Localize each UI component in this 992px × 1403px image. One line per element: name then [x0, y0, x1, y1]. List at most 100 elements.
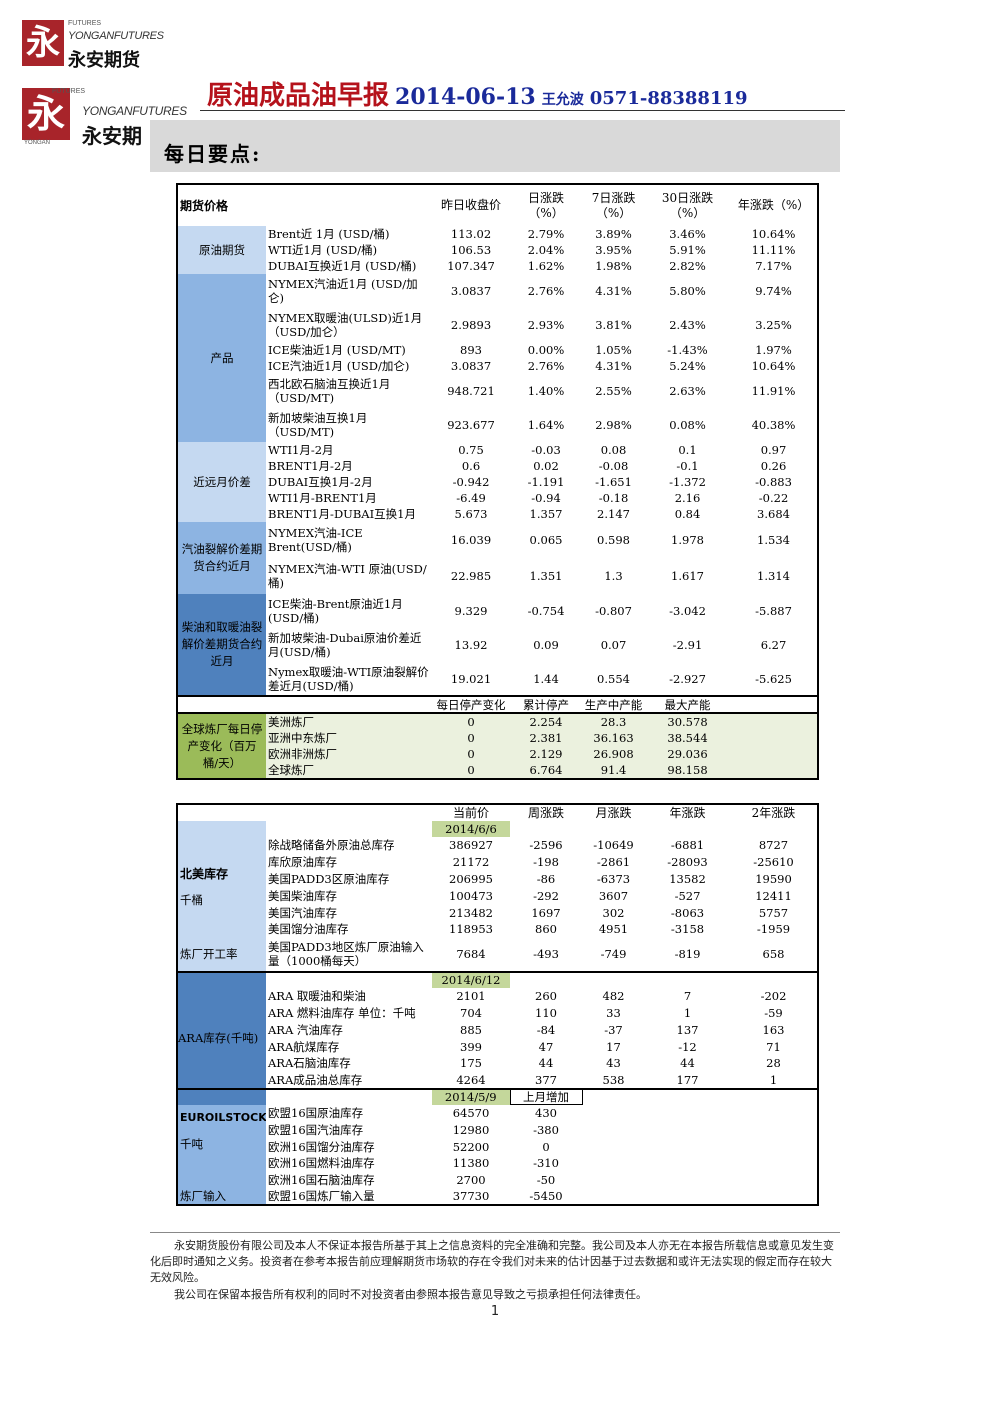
column-header: 日涨跌 （%） — [528, 190, 565, 220]
cell-value: -84 — [536, 1022, 556, 1037]
cell-value: 0.02 — [533, 459, 559, 473]
row-label: DUBAI互换近1月 (USD/桶) — [268, 259, 417, 273]
blank-cell — [177, 804, 266, 821]
row-label: 美国汽油库存 — [268, 905, 337, 920]
cell-value: 7.17% — [755, 259, 792, 273]
cell-value: 704 — [460, 1005, 482, 1020]
cell-value: 2.79% — [527, 227, 565, 241]
cell-value: 10.64% — [751, 227, 796, 241]
cell-value: 206995 — [449, 871, 493, 886]
category-label: 原油期货 — [177, 226, 266, 274]
cell-value: -0.942 — [452, 475, 490, 489]
blank-cell — [645, 1172, 730, 1189]
cell-value: 0 — [432, 713, 511, 730]
category-title: EUROILSTOCK — [180, 1110, 266, 1124]
logo-futures-label: FUTURES — [52, 88, 86, 95]
cell-value: 213482 — [449, 905, 493, 920]
cell-value: 91.4 — [582, 762, 646, 779]
report-date-cell: 2014/6/6 — [432, 821, 510, 837]
cell-value: -819 — [674, 947, 701, 962]
cell-value: 1.3 — [604, 569, 623, 583]
cell-value: 0.6 — [461, 459, 481, 473]
category-label: 炼厂输入 — [177, 1188, 266, 1206]
title-divider — [200, 110, 845, 111]
cell-value: 13.92 — [454, 638, 488, 652]
blank-cell — [582, 1089, 645, 1105]
row-label: 欧洲16国馏分油库存 — [268, 1139, 375, 1154]
blank-cell — [730, 1155, 818, 1172]
logo-english-name: YONGANFUTURES — [82, 104, 187, 118]
row-label: ICE柴油近1月 (USD/MT) — [268, 343, 406, 357]
cell-value: 860 — [535, 922, 557, 937]
blank-cell — [730, 696, 818, 713]
cell-value: 5.80% — [669, 284, 706, 298]
cell-value: 17 — [606, 1039, 621, 1054]
cell-value: -2861 — [596, 855, 631, 870]
column-header: 昨日收盘价 — [441, 198, 502, 212]
row-label: NYMEX汽油-ICE Brent(USD/桶) — [268, 526, 363, 554]
cell-value: -292 — [533, 888, 559, 903]
cell-value: 4.31% — [595, 359, 632, 373]
row-label: ARA成品油总库存 — [268, 1072, 363, 1087]
row-label: ARA 燃料油库存 单位：千吨 — [268, 1005, 416, 1020]
page-number: 1 — [490, 1304, 500, 1319]
disclaimer-2: 我公司在保留本报告所有权利的同时不对投资者由参照本报告意见导致之亏损承担任何法律… — [174, 1288, 647, 1301]
cell-value: -310 — [533, 1156, 559, 1171]
row-label: NYMEX汽油近1月 (USD/加仑) — [268, 277, 418, 305]
cell-value: 3.0837 — [450, 359, 492, 373]
cell-value: -0.883 — [755, 475, 792, 489]
cell-value: -0.807 — [595, 604, 632, 618]
column-header: 周涨跌 — [527, 806, 564, 820]
cell-value: -10649 — [593, 838, 634, 853]
blank-cell — [582, 1189, 645, 1206]
logo-chinese-name: 永安期 — [82, 124, 142, 148]
report-name: 原油成品油早报 — [207, 81, 390, 111]
cell-value: 2.82% — [669, 259, 706, 273]
cell-value: 8727 — [758, 838, 789, 853]
cell-value: -1959 — [756, 922, 791, 937]
column-header: 月涨跌 — [595, 806, 632, 820]
cell-value: 260 — [535, 989, 557, 1004]
section-heading: 每日要点: — [164, 142, 262, 166]
cell-value: 2.147 — [597, 507, 630, 521]
blank-cell — [730, 746, 819, 763]
cell-value: -1.191 — [527, 475, 565, 489]
cell-value: 1.05% — [595, 343, 632, 357]
futures-price-table: 期货价格昨日收盘价日涨跌 （%）7日涨跌 （%）30日涨跌 （%）年涨跌（%）原… — [176, 183, 820, 780]
blank-cell — [645, 972, 730, 988]
cell-value: 1.978 — [671, 533, 704, 547]
row-label: 美国PADD3地区炼厂原油输入量（1000桶每天） — [268, 940, 424, 969]
row-label: NYMEX取暖油(ULSD)近1月（USD/加仑） — [268, 311, 423, 339]
cell-value: 2700 — [456, 1173, 486, 1188]
cell-value: 5.91% — [669, 243, 706, 257]
cell-value: -380 — [533, 1122, 559, 1137]
cell-value: 19590 — [755, 871, 792, 886]
cell-value: 885 — [460, 1022, 482, 1037]
cell-value: 0 — [432, 762, 511, 779]
blank-cell — [510, 821, 582, 837]
cell-value: 64570 — [452, 1105, 490, 1120]
cell-value: 4.31% — [595, 284, 632, 298]
category-label: ARA库存(千吨) — [177, 987, 266, 1089]
row-label: WTI1月-BRENT1月 — [268, 491, 377, 505]
row-label: Nymex取暖油-WTI原油裂解价差近月(USD/桶) — [268, 664, 429, 693]
cell-value: -2596 — [529, 838, 563, 853]
cell-value: -202 — [760, 989, 787, 1004]
category-label: 产品 — [177, 274, 266, 442]
cell-value: 43 — [606, 1056, 621, 1071]
company-logo-top: 永 FUTURES YONGANFUTURES 永安期货 — [22, 20, 164, 71]
cell-value: -493 — [533, 947, 559, 962]
cell-value: 177 — [676, 1072, 699, 1087]
cell-value: -0.754 — [527, 604, 565, 618]
blank-cell — [730, 1105, 818, 1122]
logo-chinese-name: 永安期货 — [68, 50, 140, 71]
